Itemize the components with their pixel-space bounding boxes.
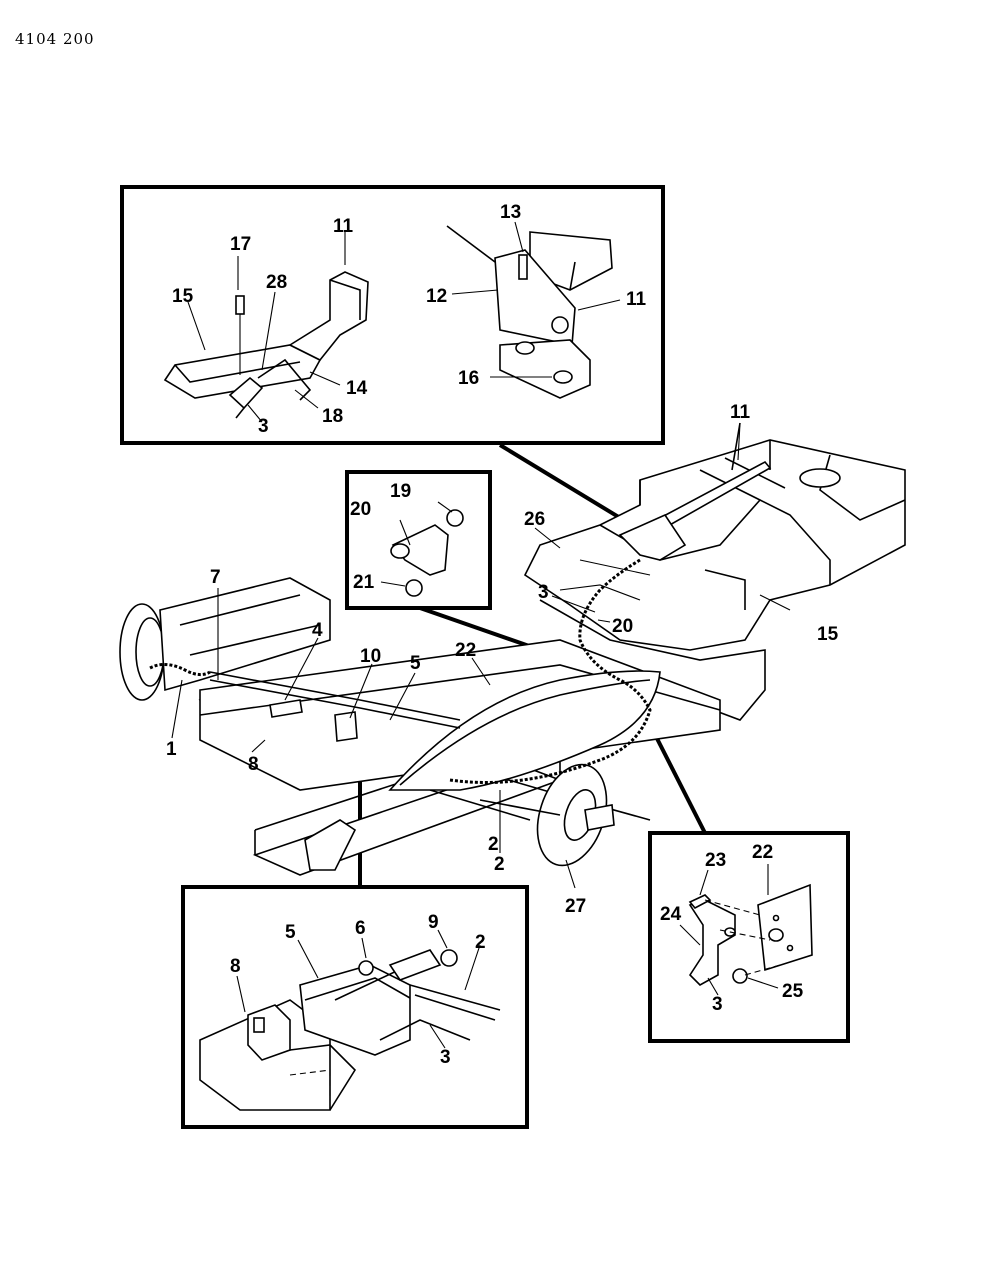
brake-cables	[149, 558, 652, 784]
callout-11: 11	[333, 216, 354, 237]
callout-1: 1	[166, 739, 177, 760]
top-box-labels: 17 11 28 15 14 18 3 13 12 11 16	[172, 202, 647, 437]
callout-2: 2	[475, 932, 486, 953]
callout-25: 25	[782, 981, 804, 1002]
callout-3: 3	[440, 1047, 451, 1068]
callout-5: 5	[285, 922, 296, 943]
callout-8-main: 8	[248, 754, 259, 775]
callout-3: 3	[712, 994, 723, 1015]
callout-13: 13	[500, 202, 521, 223]
hand-brake-lever	[618, 422, 772, 561]
callout-3-main: 3	[538, 582, 549, 603]
callout-11-main: 11	[730, 402, 751, 423]
callout-20: 20	[350, 499, 371, 520]
callout-6: 6	[355, 918, 366, 939]
floor-pan	[523, 439, 906, 721]
callout-4: 4	[312, 620, 323, 641]
callout-27: 27	[565, 896, 586, 917]
main-leader-lines	[171, 422, 791, 889]
callout-24: 24	[660, 904, 682, 925]
main-labels: 11 26 3 20 15 7 4 10 5 22 1 8 2 2 27	[166, 402, 839, 917]
drive-shaft-tunnel	[388, 670, 661, 791]
callout-23: 23	[705, 850, 726, 871]
callout-2-main-b: 2	[494, 854, 505, 875]
callout-11: 11	[626, 289, 647, 310]
callout-22-main: 22	[455, 640, 476, 661]
page-number: 4104 200	[15, 30, 95, 48]
callout-10: 10	[360, 646, 381, 667]
callout-9: 9	[428, 912, 439, 933]
callout-22: 22	[752, 842, 773, 863]
callout-14: 14	[346, 378, 368, 399]
callout-19: 19	[390, 481, 411, 502]
callout-18: 18	[322, 406, 343, 427]
callout-12: 12	[426, 286, 447, 307]
brake-drum	[479, 763, 615, 867]
callout-2-main-a: 2	[488, 834, 499, 855]
callout-16: 16	[458, 368, 479, 389]
cable-bracket-detail-box: 23 22 24 3 25	[648, 831, 850, 1043]
callout-5-main: 5	[410, 653, 421, 674]
top-detail-box: 17 11 28 15 14 18 3 13 12 11 16	[120, 185, 665, 445]
callout-26: 26	[524, 509, 545, 530]
callout-15-main: 15	[817, 624, 839, 645]
callout-15: 15	[172, 286, 194, 307]
callout-17: 17	[230, 234, 251, 255]
clip-detail-box: 19 20 21	[345, 470, 492, 610]
callout-21: 21	[353, 572, 375, 593]
callout-7: 7	[210, 567, 221, 588]
top-leader-lines	[187, 221, 621, 423]
callout-8: 8	[230, 956, 241, 977]
callout-20-main: 20	[612, 616, 633, 637]
callout-28: 28	[266, 272, 287, 293]
callout-3: 3	[258, 416, 269, 437]
main-assembly	[119, 422, 906, 876]
bracket-detail-box: 6 9 2 5 8 3	[181, 885, 529, 1129]
